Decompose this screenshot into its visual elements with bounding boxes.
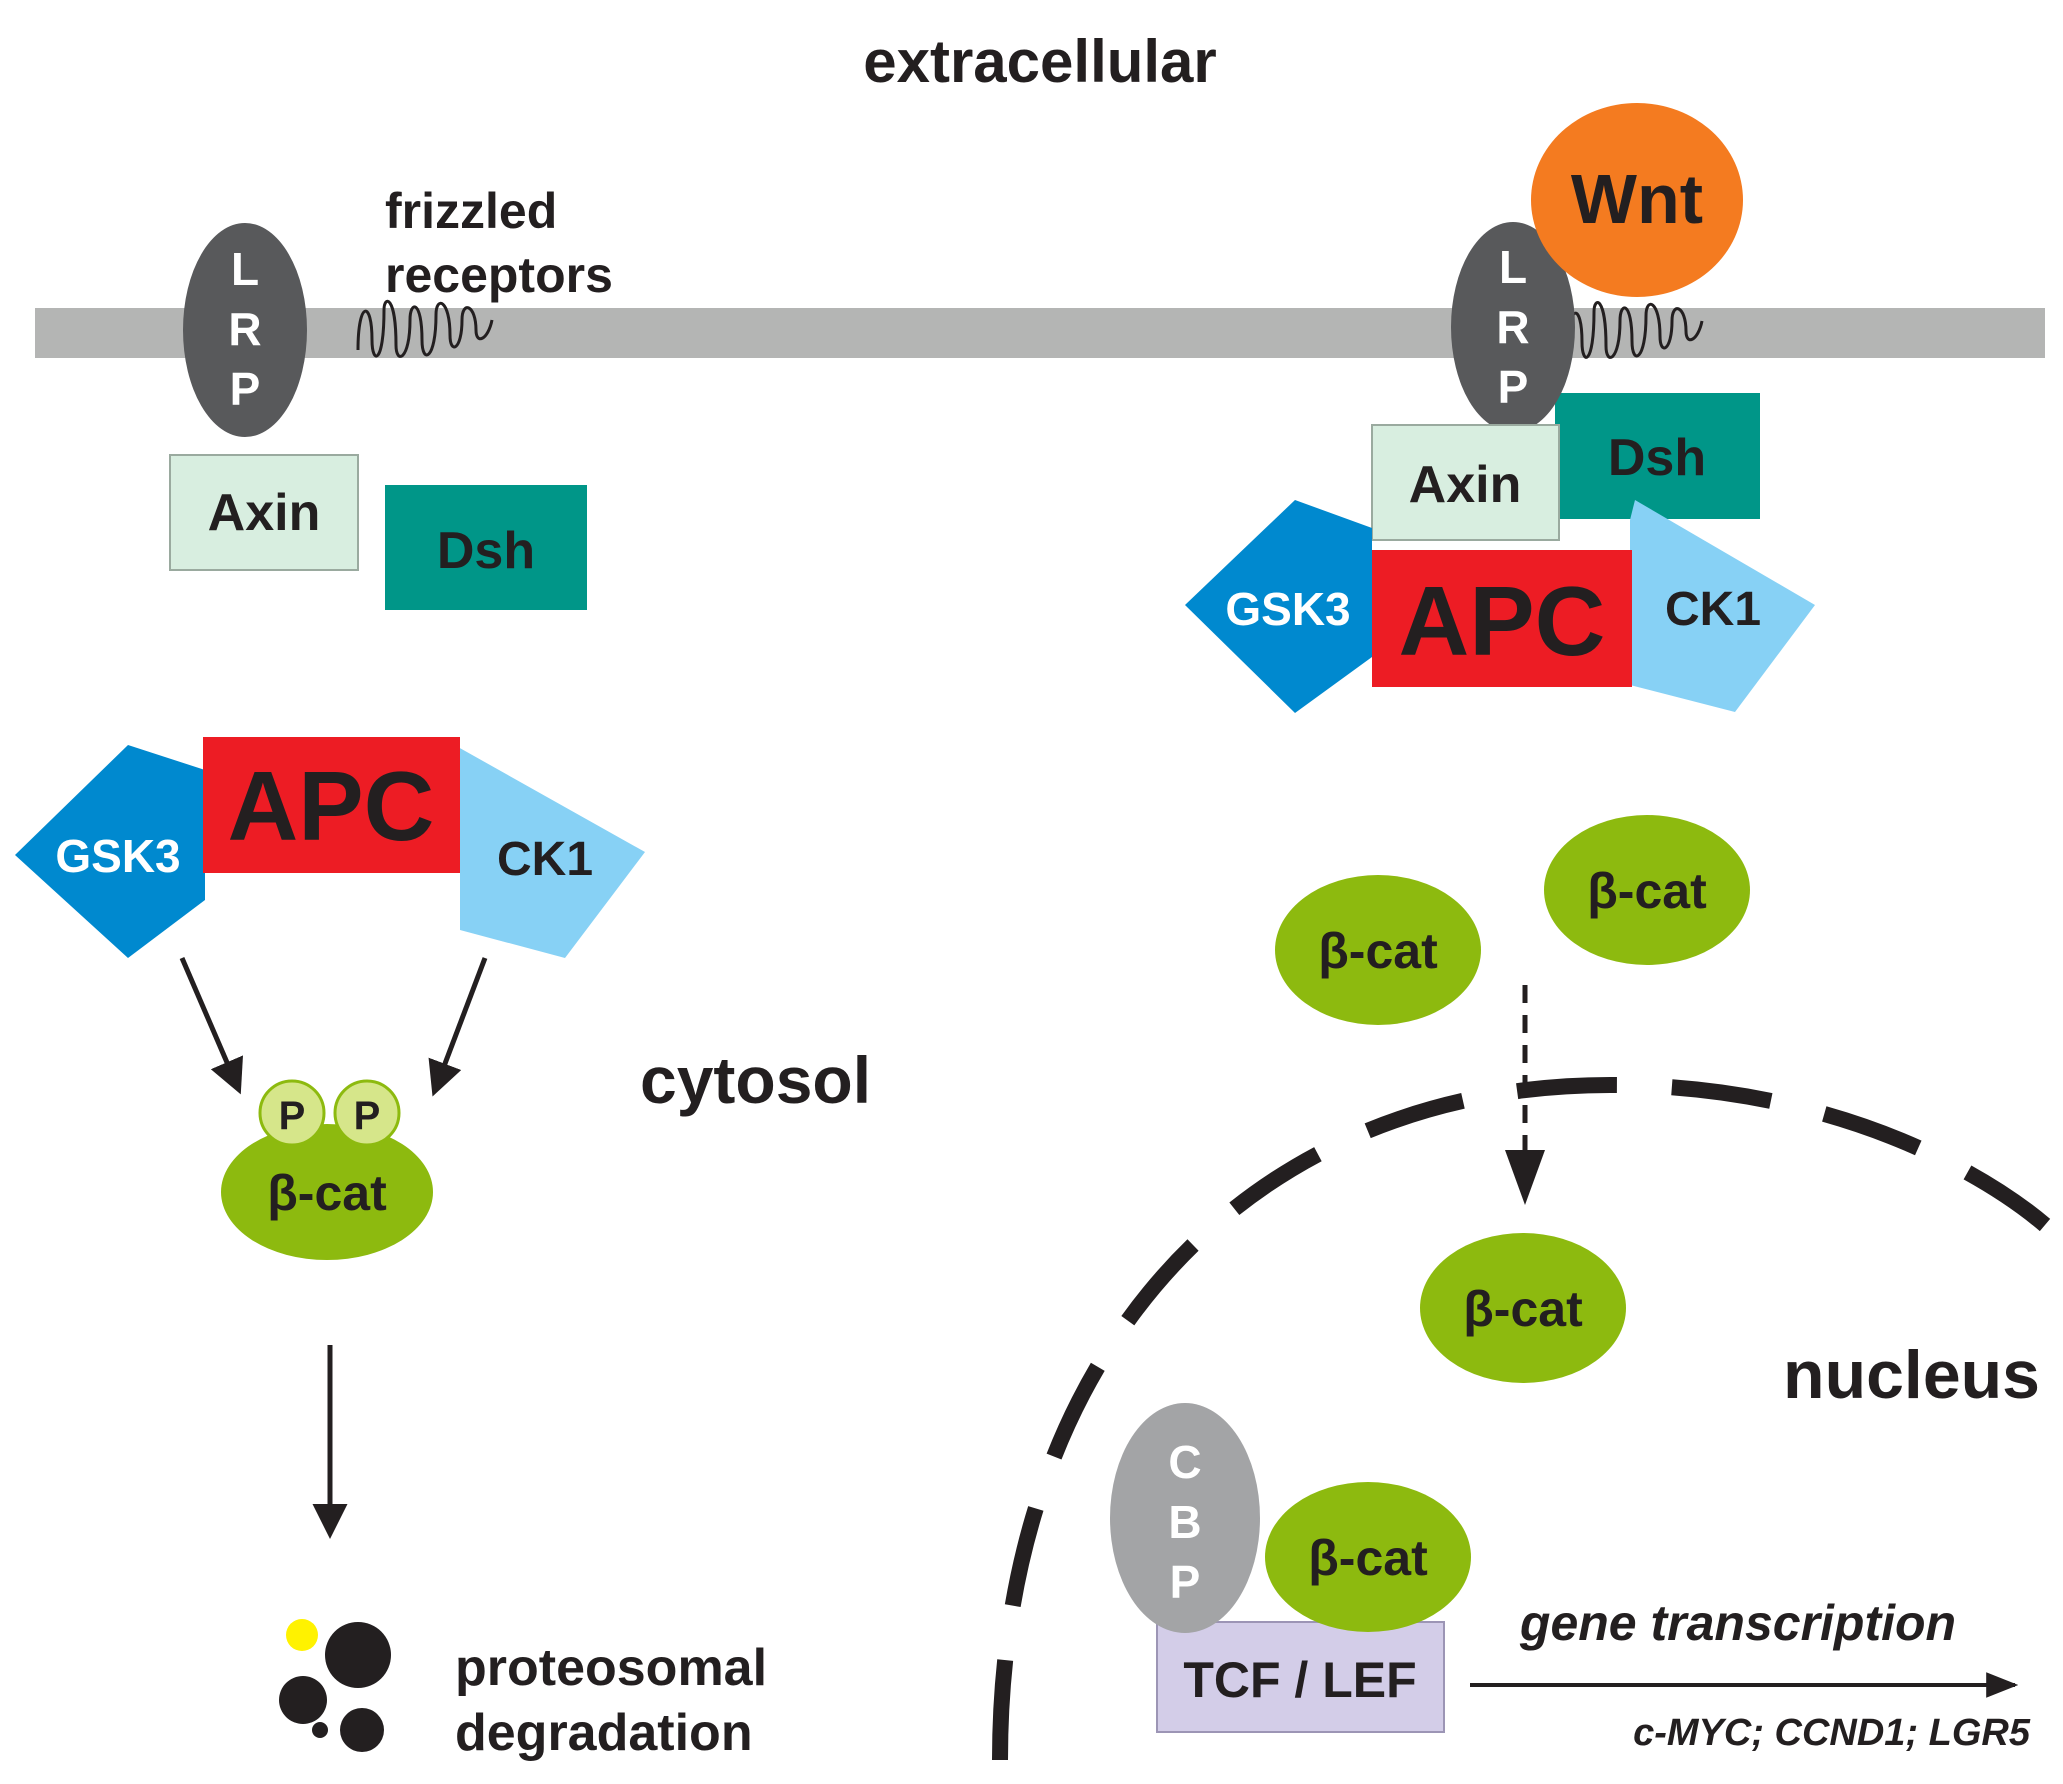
axin-left-label: Axin (208, 484, 321, 542)
axin-right (1371, 424, 1560, 541)
dsh-left (385, 485, 587, 610)
lrp-left-letter-p: P (230, 363, 261, 415)
cbp-letter-p: P (1170, 1556, 1201, 1608)
lrp-right-letter-l: L (1499, 241, 1527, 293)
gsk3-right-label: GSK3 (1225, 583, 1350, 635)
beta-cat-bound-label: β-cat (1308, 1530, 1428, 1586)
wnt-ligand (1531, 103, 1743, 297)
beta-cat-free-2-label: β-cat (1587, 863, 1707, 919)
lrp-receptor-right (1451, 222, 1575, 432)
cbp-letter-c: C (1168, 1436, 1201, 1488)
axin-left (169, 454, 359, 571)
wnt-label: Wnt (1571, 160, 1703, 238)
extracellular-label: extracellular (863, 28, 1217, 95)
degradation-fragment-1 (325, 1622, 391, 1688)
target-genes-label: c-MYC; CCND1; LGR5 (1633, 1712, 2031, 1754)
axin-right-label: Axin (1409, 456, 1522, 514)
apc-left (203, 737, 460, 873)
dsh-right (1555, 393, 1760, 519)
nuclear-envelope (992, 1076, 2051, 1761)
cell-membrane (35, 308, 2045, 358)
proteosomal-label-line2: degradation (455, 1704, 753, 1762)
lrp-left-letter-l: L (231, 243, 259, 295)
frizzled-label-line1: frizzled (385, 183, 557, 239)
cytosol-label: cytosol (640, 1043, 871, 1117)
phospho-label-1: P (279, 1094, 306, 1138)
beta-cat-phospho-label: β-cat (267, 1165, 387, 1221)
beta-catenin-phosphorylated (221, 1124, 433, 1260)
ck1-right (1630, 500, 1815, 712)
dsh-right-label: Dsh (1608, 429, 1706, 487)
beta-catenin-free-1 (1275, 875, 1481, 1025)
frizzled-receptor-coil-left (356, 299, 494, 358)
phospho-group-1 (258, 1079, 326, 1147)
ck1-right-label: CK1 (1665, 583, 1761, 636)
apc-left-label: APC (228, 751, 435, 861)
lrp-right-letter-r: R (1496, 301, 1529, 353)
arrow-gsk3-to-betacat (179, 957, 243, 1095)
tcf-lef-factor (1156, 1621, 1445, 1733)
gsk3-left-label: GSK3 (55, 830, 180, 882)
beta-cat-nuclear-label: β-cat (1463, 1281, 1583, 1337)
phospho-label-2: P (354, 1094, 381, 1138)
apc-right-label: APC (1399, 566, 1606, 676)
frizzled-receptor-coil-right (1566, 301, 1704, 359)
beta-catenin-bound (1265, 1482, 1471, 1632)
lrp-left-letter-r: R (228, 303, 261, 355)
beta-catenin-free-2 (1544, 815, 1750, 965)
phospho-group-2 (333, 1079, 401, 1147)
dsh-left-label: Dsh (437, 522, 535, 580)
frizzled-label-line2: receptors (385, 247, 613, 303)
tcf-lef-label: TCF / LEF (1183, 1652, 1416, 1708)
nucleus-label: nucleus (1783, 1337, 2040, 1413)
degradation-fragment-2 (279, 1676, 327, 1724)
degradation-fragment-3 (340, 1708, 384, 1752)
ck1-left (458, 747, 645, 958)
beta-cat-free-1-label: β-cat (1318, 923, 1438, 979)
lrp-receptor-left (183, 223, 307, 437)
cbp-letter-b: B (1168, 1496, 1201, 1548)
gsk3-right (1185, 500, 1372, 713)
arrow-ck1-to-betacat (428, 957, 488, 1097)
proteosomal-label-line1: proteosomal (455, 1639, 767, 1697)
gene-transcription-label: gene transcription (1519, 1595, 1956, 1651)
dashed-arrow-head (1505, 1150, 1545, 1205)
gsk3-left (15, 745, 205, 958)
lrp-right-letter-p: P (1498, 361, 1529, 413)
beta-catenin-nuclear (1420, 1233, 1626, 1383)
yellow-fragment (286, 1619, 318, 1651)
cbp-coactivator (1110, 1403, 1260, 1633)
ck1-left-label: CK1 (497, 833, 593, 886)
degradation-fragment-4 (312, 1722, 328, 1738)
apc-right (1372, 550, 1632, 687)
